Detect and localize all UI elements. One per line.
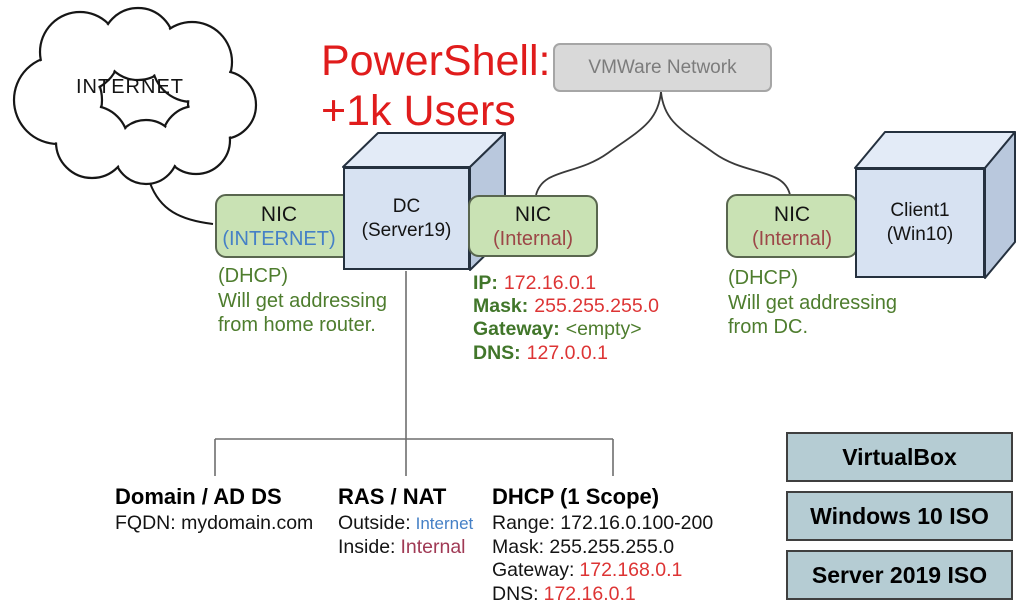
dhcp-gateway-value: 172.168.0.1 <box>579 559 682 581</box>
dns-label: DNS: <box>473 342 521 364</box>
client-cube: Client1 (Win10) <box>855 168 985 278</box>
iso-box-windows10: Windows 10 ISO <box>786 491 1013 541</box>
mask-value: 255.255.255.0 <box>534 295 659 317</box>
iso-box-server2019: Server 2019 ISO <box>786 550 1013 600</box>
vmware-network-box: VMWare Network <box>553 43 772 92</box>
client-cube-name: Client1 <box>890 199 949 223</box>
dhcp-range: Range: 172.16.0.100-200 <box>492 512 713 536</box>
nic-internet-network: (INTERNET) <box>222 227 335 251</box>
config-row-mask: Mask: 255.255.255.0 <box>473 295 659 318</box>
dhcp-gateway-label: Gateway: <box>492 559 574 581</box>
nic-internal-dc-title: NIC <box>515 202 551 227</box>
config-row-gateway: Gateway: <empty> <box>473 318 659 341</box>
role-dhcp-scope: DHCP (1 Scope) Range: 172.16.0.100-200 M… <box>492 484 713 606</box>
powershell-title-line2: +1k Users <box>321 86 550 136</box>
nic-internet-box: NIC (INTERNET) <box>215 194 355 258</box>
dhcp-mask: Mask: 255.255.255.0 <box>492 536 713 560</box>
iso-box-virtualbox: VirtualBox <box>786 432 1013 482</box>
iso-box-virtualbox-label: VirtualBox <box>842 444 957 471</box>
nic-internal-dc-box: NIC (Internal) <box>468 195 598 257</box>
dhcp-note-internet-line1: (DHCP) <box>218 264 387 289</box>
cloud-to-nic-connector <box>150 183 213 224</box>
dhcp-gateway: Gateway:172.168.0.1 <box>492 559 713 583</box>
nic-internal-dc-network: (Internal) <box>493 227 573 251</box>
gateway-label: Gateway: <box>473 318 560 340</box>
internet-cloud-label: INTERNET <box>40 76 220 99</box>
dc-cube-name: DC <box>393 195 420 219</box>
dc-cube-os: (Server19) <box>362 219 452 243</box>
config-row-ip: IP: 172.16.0.1 <box>473 272 659 295</box>
ip-value: 172.16.0.1 <box>504 272 596 294</box>
dhcp-dns: DNS:172.16.0.1 <box>492 583 713 606</box>
dhcp-note-client: (DHCP) Will get addressing from DC. <box>728 266 897 340</box>
ras-inside-label: Inside: <box>338 536 395 558</box>
nic-internal-client-box: NIC (Internal) <box>726 194 858 258</box>
dhcp-note-internet-line3: from home router. <box>218 313 387 338</box>
dns-value: 127.0.0.1 <box>527 342 608 364</box>
nic-internal-client-title: NIC <box>774 202 810 227</box>
client-cube-os: (Win10) <box>887 223 954 247</box>
config-row-dns: DNS: 127.0.0.1 <box>473 342 659 365</box>
ras-outside-value: Internet <box>416 514 474 533</box>
role-domain: Domain / AD DS FQDN: mydomain.com <box>115 484 313 536</box>
vmware-to-client-connector <box>661 92 790 195</box>
dc-cube: DC (Server19) <box>343 167 470 270</box>
role-dhcp-title: DHCP (1 Scope) <box>492 484 713 509</box>
dhcp-dns-label: DNS: <box>492 583 539 605</box>
role-ras-outside: Outside: Internet <box>338 512 473 536</box>
dhcp-dns-value: 172.16.0.1 <box>544 583 636 605</box>
dhcp-note-internet-line2: Will get addressing <box>218 289 387 314</box>
mask-label: Mask: <box>473 295 528 317</box>
ras-inside-value: Internal <box>400 536 465 558</box>
ras-outside-label: Outside: <box>338 512 411 534</box>
dhcp-note-client-line2: Will get addressing <box>728 291 897 316</box>
iso-box-server2019-label: Server 2019 ISO <box>812 562 987 589</box>
nic-internal-client-network: (Internal) <box>752 227 832 251</box>
dc-internal-ip-config: IP: 172.16.0.1 Mask: 255.255.255.0 Gateway… <box>473 272 659 365</box>
role-ras-inside: Inside:Internal <box>338 536 473 560</box>
vmware-to-dc-connector <box>536 92 661 195</box>
iso-box-windows10-label: Windows 10 ISO <box>810 503 989 530</box>
role-domain-title: Domain / AD DS <box>115 484 313 509</box>
role-ras-nat: RAS / NAT Outside: Internet Inside:Intern… <box>338 484 473 559</box>
powershell-title-line1: PowerShell: <box>321 36 550 86</box>
nic-internet-title: NIC <box>261 202 297 227</box>
vmware-network-label: VMWare Network <box>588 57 736 79</box>
gateway-value: <empty> <box>566 318 642 340</box>
dhcp-note-client-line1: (DHCP) <box>728 266 897 291</box>
dhcp-note-internet: (DHCP) Will get addressing from home rou… <box>218 264 387 338</box>
role-ras-title: RAS / NAT <box>338 484 473 509</box>
role-domain-fqdn: FQDN: mydomain.com <box>115 512 313 536</box>
dhcp-note-client-line3: from DC. <box>728 315 897 340</box>
powershell-title: PowerShell: +1k Users <box>321 36 550 136</box>
ip-label: IP: <box>473 272 498 294</box>
